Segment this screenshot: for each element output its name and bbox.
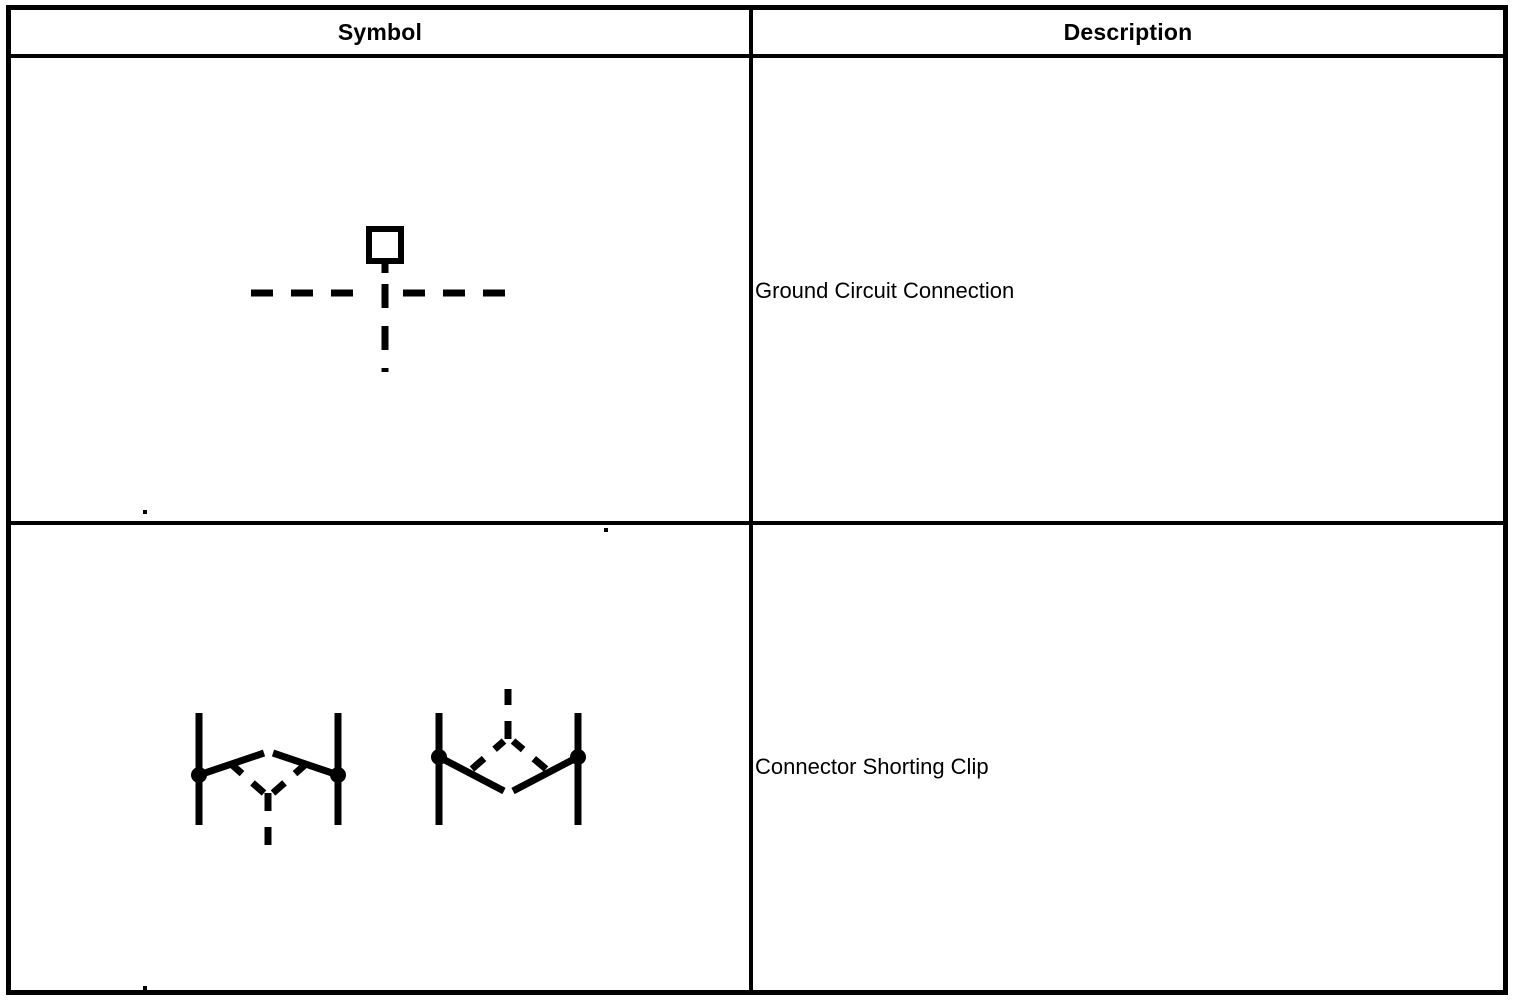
- clip-valley-down-figure: [431, 689, 586, 825]
- scan-speck-upper-left: [143, 510, 147, 514]
- symbol-cell-connector-shorting-clip: [11, 525, 749, 990]
- column-header-description-label: Description: [1063, 18, 1193, 45]
- dashed-diagonal-right-up-icon: [510, 738, 549, 772]
- header-divider-rule: [11, 54, 1503, 58]
- table-grid: Symbol Description: [11, 10, 1503, 990]
- connector-shorting-clip-symbol: [191, 689, 586, 845]
- description-cell-connector-shorting-clip: Connector Shorting Clip: [755, 754, 1495, 780]
- solid-diagonal-right-down-icon: [511, 753, 580, 795]
- description-text-connector-shorting-clip: Connector Shorting Clip: [755, 754, 989, 779]
- column-header-description: Description: [753, 10, 1503, 54]
- dashed-diagonal-left-down-icon: [227, 760, 267, 796]
- dashed-diagonal-right-down-icon: [270, 760, 310, 796]
- description-cell-ground-circuit-connection: Ground Circuit Connection: [755, 278, 1495, 304]
- left-terminal-dot-icon: [191, 767, 207, 783]
- column-header-symbol: Symbol: [11, 10, 749, 54]
- dashed-diagonal-left-up-icon: [469, 738, 507, 772]
- scan-speck-mid: [604, 528, 608, 532]
- symbol-legend-table: Symbol Description: [6, 5, 1508, 995]
- row-divider-rule: [11, 521, 1503, 525]
- description-text-ground-circuit-connection: Ground Circuit Connection: [755, 278, 1015, 303]
- left-terminal-dot-icon: [431, 749, 447, 765]
- column-divider-rule: [749, 10, 753, 990]
- open-square-node-icon: [366, 226, 404, 264]
- solid-diagonal-left-down-icon: [437, 753, 506, 795]
- scan-speck-lower-left: [143, 986, 147, 990]
- clip-peak-up-figure: [191, 713, 346, 845]
- ground-circuit-connection-symbol: [251, 226, 523, 372]
- right-terminal-dot-icon: [330, 767, 346, 783]
- symbol-cell-ground-circuit-connection: [11, 58, 749, 521]
- column-header-symbol-label: Symbol: [337, 18, 423, 45]
- right-terminal-dot-icon: [570, 749, 586, 765]
